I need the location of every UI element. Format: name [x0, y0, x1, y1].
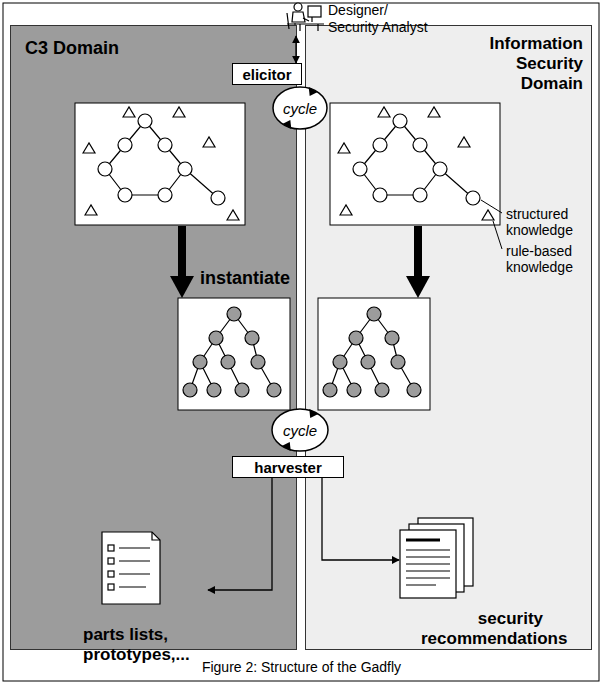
process-box: elicitor	[232, 63, 302, 85]
node-text: Information Security Domain	[461, 34, 583, 94]
drawing-path	[294, 17, 324, 31]
designer-icon	[287, 3, 324, 31]
drawing-path	[406, 539, 440, 542]
document-node: parts lists, prototypes,...	[69, 529, 208, 665]
drawing-path	[170, 276, 194, 298]
drawing-path	[406, 276, 430, 298]
callout-label: rule-based knowledge	[506, 243, 584, 275]
node-text: harvester	[254, 459, 322, 476]
figure-caption: Figure 2: Structure of the Gadfly	[0, 659, 603, 675]
step-label: instantiate	[200, 268, 290, 289]
node-text: elicitor	[242, 66, 291, 83]
connector-arrow	[322, 478, 399, 560]
drawing-rect	[409, 524, 464, 592]
drawing-rect	[308, 6, 321, 17]
drawing-path	[481, 200, 502, 213]
connector-arrow	[295, 36, 296, 63]
cycle-arrowhead	[309, 87, 318, 96]
callout-label: structured knowledge	[506, 206, 584, 238]
node-text: C3 Domain	[25, 38, 296, 59]
drawing-path	[119, 548, 150, 587]
document-node: security recommendations	[399, 519, 551, 649]
instance-graph-box	[178, 298, 290, 410]
drawing-path	[406, 550, 450, 585]
connector-arrow	[208, 478, 272, 590]
drawing-path	[493, 221, 502, 249]
domain-region: C3 Domainparts lists, prototypes,...	[10, 25, 297, 650]
drawing-rect	[400, 530, 456, 598]
node-text: cycle	[283, 422, 317, 439]
leader-line	[481, 200, 502, 249]
parts-list-icon	[102, 532, 160, 604]
documents-icon	[400, 518, 473, 598]
cycle-arrowhead	[282, 442, 291, 451]
cycle-ellipse: cycle	[271, 408, 329, 452]
drawing-rect	[108, 545, 114, 551]
instance-graph-box	[318, 298, 430, 410]
cycle-ellipse-shape	[272, 409, 328, 451]
node-text: Designer/ Security Analyst	[328, 2, 436, 36]
frame	[3, 3, 599, 681]
node-text: parts lists, prototypes,...	[83, 625, 208, 665]
cycle-arrowhead	[282, 120, 291, 129]
drawing-path	[102, 532, 160, 604]
drawing-path	[292, 12, 305, 22]
drawing-rect	[418, 518, 473, 586]
drawing-circle	[294, 3, 302, 11]
drawing-rect	[108, 584, 114, 590]
cycle-ellipse: cycle	[272, 86, 328, 130]
cycle-ellipse-shape	[273, 87, 327, 129]
drawing-path	[152, 532, 160, 540]
cycle-arrowhead	[309, 409, 318, 418]
drawing-rect	[414, 226, 422, 278]
drawing-rect	[108, 558, 114, 564]
node-text: cycle	[283, 100, 317, 117]
instantiate-arrow	[170, 226, 430, 298]
node-text: security recommendations	[421, 609, 543, 649]
domain-region: Information Security Domain security reco…	[305, 25, 592, 650]
drawing-rect	[108, 571, 114, 577]
drawing-rect	[178, 226, 186, 278]
knowledge-graph-box	[75, 103, 245, 225]
process-box: harvester	[232, 456, 344, 478]
drawing-path	[287, 13, 296, 29]
knowledge-graph-box	[330, 103, 500, 225]
